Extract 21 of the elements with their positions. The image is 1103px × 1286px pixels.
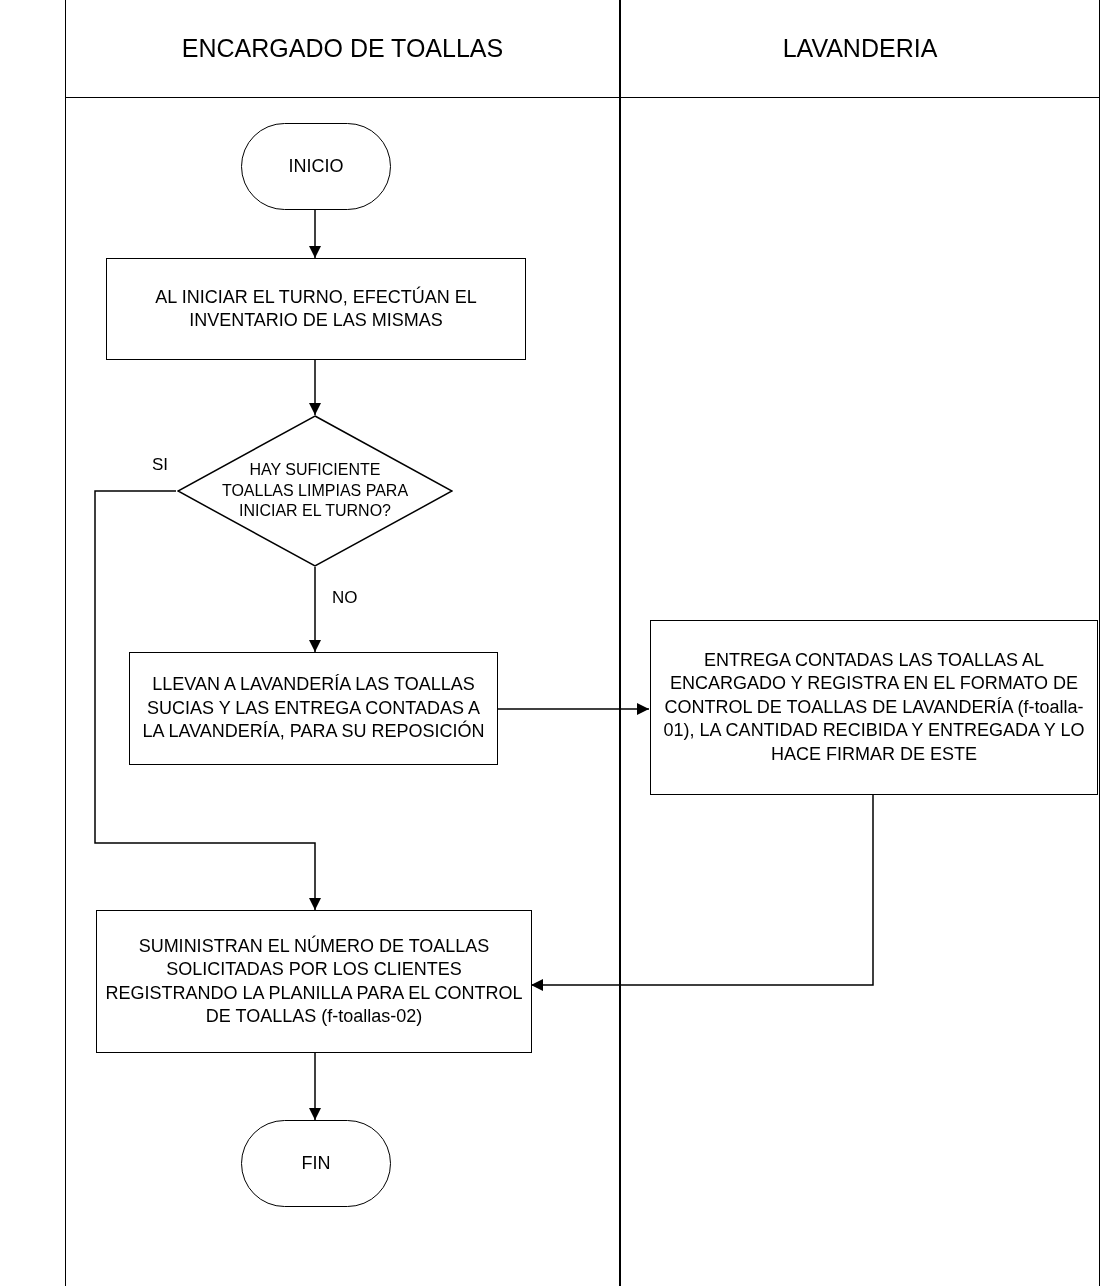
node-text: LLEVAN A LAVANDERÍA LAS TOALLAS SUCIAS Y LAS ENTREGA CONTADAS A LA LAVANDERÍA, PARA SU REPOSICIÓN [141, 673, 486, 744]
process-box [129, 652, 498, 765]
arrow [309, 566, 321, 653]
arrow [94, 490, 321, 911]
node-text: ENTREGA CONTADAS LAS TOALLAS AL ENCARGADO Y REGISTRA EN EL FORMATO DE CONTROL DE TOALLAS DE LAVANDERÍA (f-toalla-01), LA CANTIDAD RECIBIDA Y ENTREGADA Y LO HACE FIRMAR DE ESTE [662, 649, 1086, 766]
arrow [309, 359, 321, 416]
process-box [96, 910, 532, 1053]
lane-header: LAVANDERIA [621, 0, 1099, 98]
node-text: SUMINISTRAN EL NÚMERO DE TOALLAS SOLICITADAS POR LOS CLIENTES REGISTRANDO LA PLANILLA PARA EL CONTROL DE TOALLAS (f-toallas-02) [104, 934, 524, 1028]
node-text: FIN [300, 1151, 332, 1175]
arrow [309, 1052, 321, 1121]
lane-header: ENCARGADO DE TOALLAS [66, 0, 619, 98]
arrow [496, 703, 650, 715]
node-text: AL INICIAR EL TURNO, EFECTÚAN EL INVENTARIO DE LAS MISMAS [154, 285, 478, 332]
node-text: INICIO [287, 154, 345, 178]
node-text: HAY SUFICIENTE TOALLAS LIMPIAS PARA INICIAR EL TURNO? [220, 459, 410, 522]
process-box [106, 258, 526, 360]
process-box [650, 620, 1098, 795]
decision-diamond [177, 415, 453, 567]
arrow [530, 794, 874, 991]
arrow [309, 209, 321, 259]
